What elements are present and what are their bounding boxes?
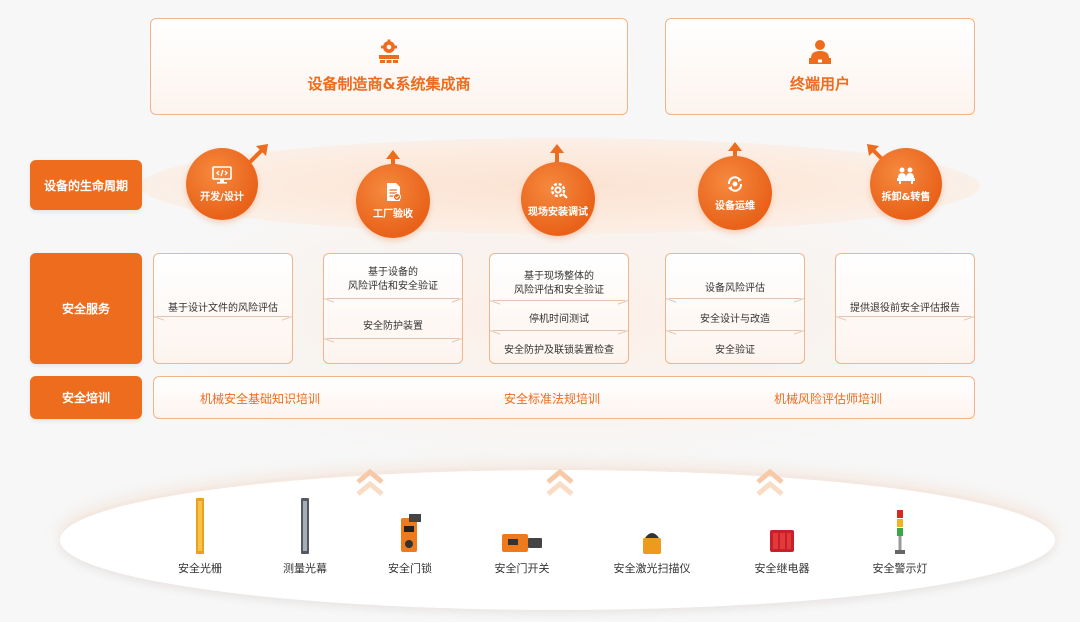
arrow-up-icon [550,144,564,166]
services-label: 安全服务 [30,253,142,364]
door-lock-icon [401,514,421,552]
chevron-up-icon [546,468,574,496]
product-safety-light-curtain: 安全光栅 [150,486,250,576]
service-item: 基于设计文件的风险评估 [168,303,278,314]
training-label: 安全培训 [30,376,142,419]
service-item: 安全验证 [715,345,755,356]
stage-label: 现场安装调试 [528,207,588,218]
service-item: 安全防护装置 [363,321,423,332]
product-label: 安全光栅 [178,562,222,575]
service-item: 安全设计与改造 [700,314,770,325]
divider [493,330,625,338]
stage-factory-acceptance: 工厂验收 [356,164,430,238]
divider [669,330,801,338]
training-bar: 机械安全基础知识培训 安全标准法规培训 机械风险评估师培训 [153,376,975,419]
service-item: 设备风险评估 [705,283,765,294]
product-measuring-curtain: 测量光幕 [255,486,355,576]
product-label: 安全继电器 [754,562,810,575]
divider [493,300,625,308]
training-item-basics: 机械安全基础知识培训 [200,392,321,406]
service-box-onsite: 基于现场整体的 风险评估和安全验证 停机时间测试 安全防护及联锁装置检查 [489,253,629,364]
door-switch-icon [502,534,542,552]
maintenance-cycle-icon [727,176,743,192]
product-safety-warning-light: 安全警示灯 [850,486,950,576]
service-item: 提供退役前安全评估报告 [850,303,960,314]
training-item-assessor: 机械风险评估师培训 [774,392,883,406]
products-platform [60,470,1055,610]
divider [157,316,289,324]
product-safety-door-switch: 安全门开关 [472,486,572,576]
product-label: 安全激光扫描仪 [613,562,691,575]
laser-scanner-icon [643,533,661,554]
user-desk-icon [809,40,831,64]
service-box-design: 基于设计文件的风险评估 [153,253,293,364]
product-safety-door-lock: 安全门锁 [360,486,460,576]
signal-tower-icon [895,510,905,554]
chevron-up-icon [756,468,784,496]
people-meeting-icon [897,167,915,184]
manufacturer-box: 设备制造商&系统集成商 [150,18,628,115]
training-item-standards: 安全标准法规培训 [504,392,601,406]
stage-label: 拆卸&转售 [881,192,931,203]
checklist-document-icon [387,183,401,201]
stage-maintenance: 设备运维 [698,156,772,230]
product-label: 安全警示灯 [872,562,928,575]
divider [327,338,459,346]
product-label: 测量光幕 [283,562,327,575]
stage-onsite-commissioning: 现场安装调试 [521,162,595,236]
service-item: 基于现场整体的 风险评估和安全验证 [514,271,604,296]
factory-gear-icon [379,39,399,63]
divider [327,298,459,306]
divider [669,298,801,306]
chevron-up-icon [356,468,384,496]
stage-dismantle-resale: 拆卸&转售 [870,148,942,220]
product-label: 安全门锁 [388,562,432,575]
safety-relay-icon [770,530,794,552]
end-user-title: 终端用户 [789,75,850,93]
manufacturer-title: 设备制造商&系统集成商 [307,75,471,93]
measuring-curtain-icon [301,498,309,554]
service-box-decommission: 提供退役前安全评估报告 [835,253,975,364]
end-user-box: 终端用户 [665,18,975,115]
stage-label: 设备运维 [715,201,755,212]
code-monitor-icon [212,166,232,184]
service-item: 停机时间测试 [529,314,589,325]
divider [839,316,971,324]
stage-label: 工厂验收 [373,209,413,220]
service-box-factory: 基于设备的 风险评估和安全验证 安全防护装置 [323,253,463,364]
stage-develop-design: 开发/设计 [186,148,258,220]
service-item: 基于设备的 风险评估和安全验证 [348,267,438,292]
product-safety-laser-scanner: 安全激光扫描仪 [602,486,702,576]
lifecycle-label: 设备的生命周期 [30,160,142,210]
gear-settings-icon [550,182,568,199]
light-curtain-icon [196,498,204,554]
service-item: 安全防护及联锁装置检查 [504,345,614,356]
service-box-maintenance: 设备风险评估 安全设计与改造 安全验证 [665,253,805,364]
product-safety-relay: 安全继电器 [732,486,832,576]
product-label: 安全门开关 [494,562,550,575]
stage-label: 开发/设计 [200,192,244,203]
